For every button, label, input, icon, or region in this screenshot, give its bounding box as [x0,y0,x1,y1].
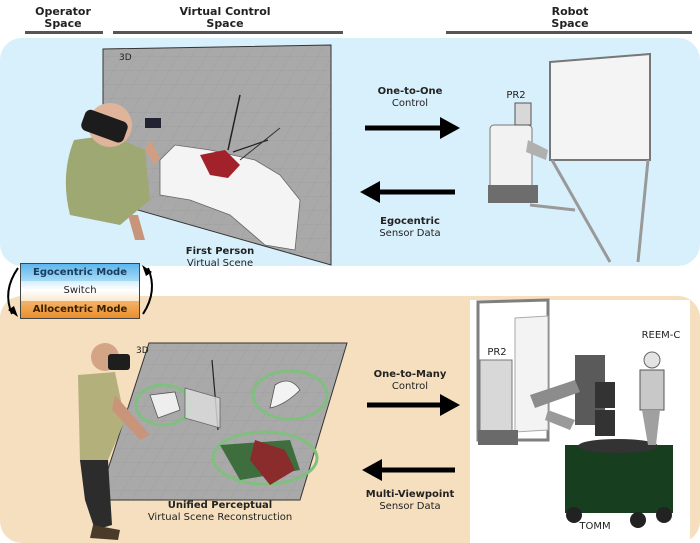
robot-space-header: Robot Space [520,6,620,30]
first-person-title: First Person [185,246,255,257]
operator-header-bar [25,31,103,34]
virtual-header-line1: Virtual Control [179,5,271,18]
one-to-many-title: One-to-Many [373,369,447,380]
top-scene-3d-tag: 3D [119,53,132,63]
multi-viewpoint-subtitle: Sensor Data [379,501,441,512]
reemc-label: REEM-C [641,330,681,341]
allocentric-mode-option[interactable]: Allocentric Mode [21,301,139,318]
one-to-one-subtitle: Control [391,98,429,109]
operator-vr-headset-figure [65,103,161,240]
unified-virtual-scene [97,342,348,501]
first-person-label: First Person Virtual Scene [165,246,275,270]
operator-header-line2: Space [44,17,82,30]
one-to-many-subtitle: Control [391,381,429,392]
virtual-header-line2: Space [206,17,244,30]
bottom-scene-3d-tag: 3D [136,346,149,356]
robot-header-bar [446,31,692,34]
first-person-subtitle: Virtual Scene [186,258,254,269]
pr2-robot-top [488,102,548,203]
one-to-one-title: One-to-One [377,86,443,97]
operator-full-body-figure [78,343,150,540]
one-to-one-label: One-to-One Control [360,86,460,110]
unified-perceptual-title: Unified Perceptual [167,500,273,511]
multi-viewpoint-title: Multi-Viewpoint [365,489,455,500]
multi-viewpoint-label: Multi-Viewpoint Sensor Data [350,489,470,513]
egocentric-mode-option[interactable]: Egocentric Mode [21,264,139,281]
pr2-bottom-label: PR2 [487,347,507,358]
virtual-space-header: Virtual Control Space [150,6,300,30]
operator-space-header: Operator Space [22,6,104,30]
robot-header-line2: Space [551,17,589,30]
pr2-top-label: PR2 [506,90,526,101]
unified-perceptual-label: Unified Perceptual Virtual Scene Reconst… [135,500,305,524]
egocentric-sensor-label: Egocentric Sensor Data [355,216,465,240]
unified-perceptual-subtitle: Virtual Scene Reconstruction [147,512,293,523]
tomm-label: TOMM [579,521,611,532]
whiteboard [529,52,651,263]
robot-header-line1: Robot [551,5,589,18]
egocentric-sensor-subtitle: Sensor Data [379,228,441,239]
first-person-virtual-scene [102,44,332,266]
operator-header-line1: Operator [35,5,91,18]
robot-space-photo [470,298,690,543]
virtual-header-bar [113,31,343,34]
switch-label: Switch [21,281,139,301]
one-to-many-label: One-to-Many Control [355,369,465,393]
mode-switch-box[interactable]: Egocentric Mode Switch Allocentric Mode [20,263,140,319]
egocentric-sensor-title: Egocentric [380,216,440,227]
